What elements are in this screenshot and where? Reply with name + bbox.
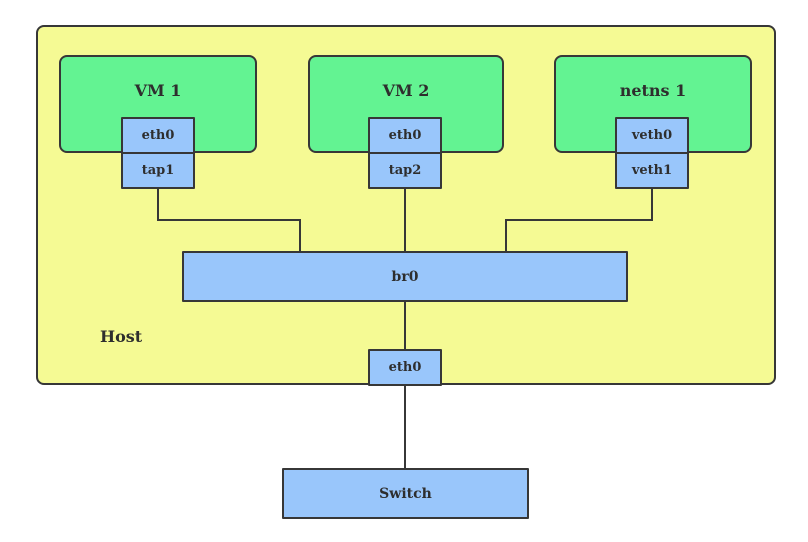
vm1-tap1-interface: tap1 bbox=[121, 152, 195, 189]
vm1-label: VM 1 bbox=[134, 81, 182, 100]
switch-node: Switch bbox=[282, 468, 529, 519]
bridge-br0: br0 bbox=[182, 251, 628, 302]
vm1-eth0-interface: eth0 bbox=[121, 117, 195, 154]
vm2-tap2-interface: tap2 bbox=[368, 152, 442, 189]
vm2-label: VM 2 bbox=[382, 81, 430, 100]
netns1-veth1-interface: veth1 bbox=[615, 152, 689, 189]
netns1-veth0-interface: veth0 bbox=[615, 117, 689, 154]
netns1-label: netns 1 bbox=[619, 81, 687, 100]
host-label: Host bbox=[100, 327, 143, 346]
connector-tap1-br0 bbox=[157, 189, 301, 252]
connector-veth1-br0 bbox=[505, 189, 653, 252]
group-vm2: VM 2 bbox=[308, 55, 504, 153]
host-eth0-interface: eth0 bbox=[368, 349, 442, 386]
vm2-eth0-interface: eth0 bbox=[368, 117, 442, 154]
